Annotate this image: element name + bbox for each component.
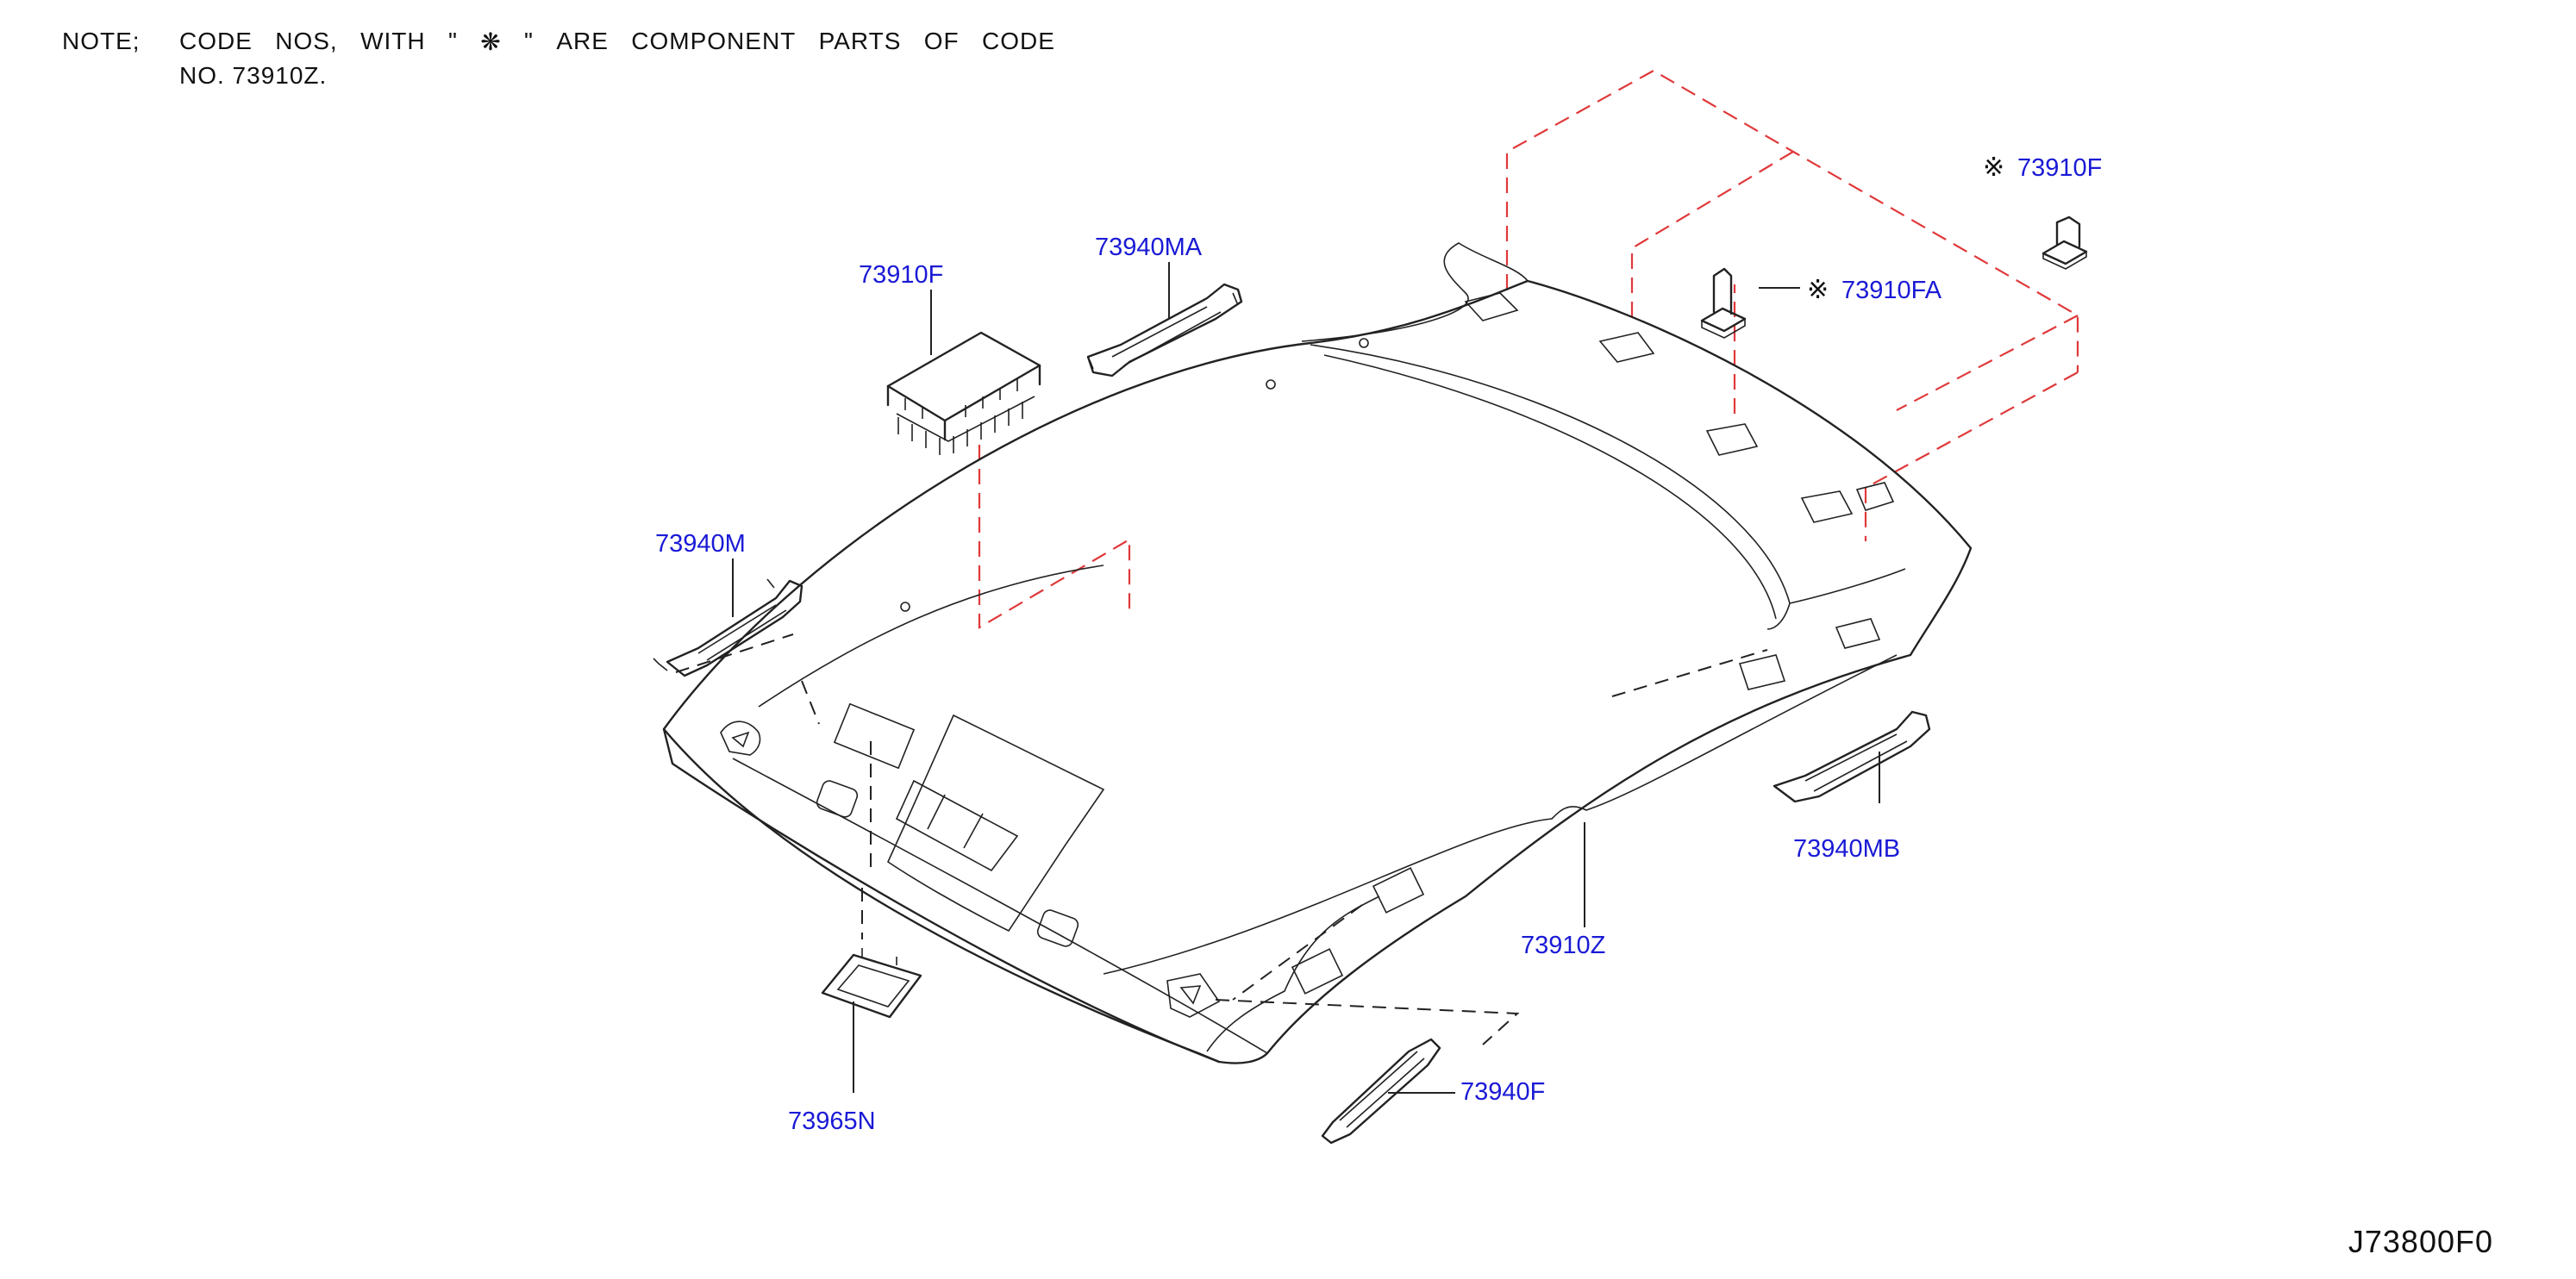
- callout-73965N: 73965N: [788, 1107, 876, 1135]
- lamp-bezel-73965N: [821, 948, 922, 1019]
- note-line-2: NO. 73910Z.: [179, 62, 328, 89]
- callout-labels: ※ 73910F ※ 73910FA 73940MA 73910F 73940M…: [655, 153, 2102, 1135]
- leader-lines: [732, 262, 1880, 1094]
- callout-73940MB: 73940MB: [1793, 835, 1900, 863]
- note-line-1: CODE NOS, WITH " ❋ " ARE COMPONENT PARTS…: [179, 28, 1055, 56]
- callout-73910Z: 73910Z: [1521, 932, 1605, 959]
- component-marker-icon: ※: [1983, 153, 2004, 183]
- note-word: COMPONENT: [631, 28, 797, 54]
- component-marker-icon: ❋: [480, 28, 502, 55]
- note-word: CODE: [179, 28, 253, 54]
- assist-grip-73940M: [653, 578, 803, 677]
- note-word: WITH: [360, 28, 426, 54]
- assist-grip-73940MA: [1086, 283, 1243, 377]
- clip-73910FA: [1700, 267, 1747, 339]
- note-prefix: NOTE;: [62, 28, 141, 54]
- component-marker-icon: ※: [1807, 275, 1829, 305]
- clip-pack-73910F: [886, 331, 1041, 455]
- note-word: CODE: [981, 28, 1055, 54]
- trim-strip-73940F: [1321, 1038, 1441, 1145]
- note-word: OF: [923, 28, 960, 54]
- note-word: PARTS: [818, 28, 902, 54]
- callout-73940M: 73940M: [655, 530, 746, 558]
- callout-73910FA: 73910FA: [1841, 277, 1942, 304]
- callout-73940MA: 73940MA: [1095, 234, 1203, 261]
- red-dashed-guides: [978, 69, 2079, 629]
- callout-73940F: 73940F: [1460, 1078, 1545, 1106]
- callout-73910F-left: 73910F: [859, 261, 943, 289]
- callout-73910F-top-right: 73910F: [2017, 154, 2102, 182]
- note-word: ": [524, 28, 534, 54]
- assist-grip-73940MB: [1773, 710, 1931, 803]
- headliner-73910Z: [662, 242, 1973, 1064]
- note-word: NOS,: [275, 28, 338, 54]
- note-word: ": [447, 28, 458, 54]
- note-word: ARE: [556, 28, 609, 54]
- clip-73910F-right: [2041, 215, 2088, 270]
- drawing-number: J73800F0: [2348, 1224, 2493, 1259]
